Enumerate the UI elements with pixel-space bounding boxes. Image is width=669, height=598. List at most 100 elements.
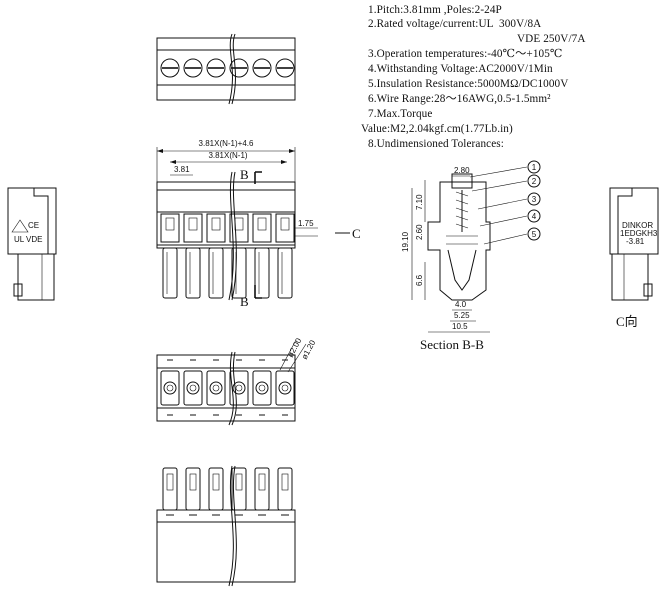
callout-circle bbox=[527, 227, 541, 241]
dim-span: 3.81X(N-1) bbox=[208, 151, 247, 160]
dim-height: 1.75 bbox=[298, 219, 314, 228]
wire-hole bbox=[278, 381, 292, 395]
spec-line-1: 1.Pitch:3.81mm ,Poles:2-24P bbox=[368, 4, 502, 16]
spec-line-7b: Value:M2,2.04kgf.cm(1.77Lb.in) bbox=[361, 123, 513, 135]
dim-4-0: 4.0 bbox=[455, 300, 467, 309]
callout-number: 1 bbox=[532, 163, 537, 172]
wire-hole bbox=[232, 381, 246, 395]
contact-clamp bbox=[257, 217, 267, 231]
front-view: 3.81X(N-1)+4.6 3.81X(N-1) 3.81 1.75 B B … bbox=[156, 139, 361, 309]
dim-5-25: 5.25 bbox=[454, 311, 470, 320]
break-line bbox=[228, 33, 233, 105]
entry-slot bbox=[183, 370, 203, 406]
callout-circle bbox=[527, 192, 541, 206]
spec-line-8: 8.Undimensioned Tolerances: bbox=[368, 138, 504, 150]
spec-line-2b: VDE 250V/7A bbox=[517, 33, 586, 45]
contact-opening bbox=[160, 213, 180, 243]
section-mark-top: B bbox=[240, 167, 249, 182]
screw-head bbox=[252, 58, 272, 78]
pin-tab bbox=[258, 473, 266, 491]
contact-clamp bbox=[211, 217, 221, 231]
entry-slot bbox=[275, 370, 295, 406]
entry-slot bbox=[160, 370, 180, 406]
pin-hole bbox=[212, 384, 220, 392]
pin-housing bbox=[162, 247, 178, 299]
pin-housing bbox=[231, 247, 247, 299]
pin-tab bbox=[212, 473, 220, 491]
dim-2-80: 2.80 bbox=[454, 166, 470, 175]
spec-line-4: 4.Withstanding Voltage:AC2000V/1Min bbox=[368, 63, 553, 75]
screw-head bbox=[229, 58, 249, 78]
spec-line-6: 6.Wire Range:28～16AWG,0.5-1.5mm² bbox=[368, 93, 551, 105]
callout-number: 4 bbox=[532, 212, 537, 221]
contact-opening bbox=[252, 213, 272, 243]
marking-2: 1EDGKH3 bbox=[620, 229, 658, 238]
wire-hole bbox=[209, 381, 223, 395]
callout-number: 5 bbox=[532, 230, 537, 239]
view-c-label: C向 bbox=[616, 314, 638, 329]
view-arrow-label: C bbox=[352, 226, 361, 241]
contact-opening bbox=[206, 213, 226, 243]
section-title: Section B-B bbox=[420, 337, 484, 352]
callout-leader bbox=[483, 233, 528, 245]
dim-total-width: 3.81X(N-1)+4.6 bbox=[199, 139, 254, 148]
pin-hole bbox=[258, 384, 266, 392]
wire-hole bbox=[255, 381, 269, 395]
callout-number: 2 bbox=[532, 177, 537, 186]
section-mark-bottom: B bbox=[240, 294, 249, 309]
marking-3: -3.81 bbox=[626, 237, 645, 246]
dim-19-10: 19.10 bbox=[401, 231, 410, 252]
top-view-screws bbox=[156, 33, 296, 105]
pin-housing bbox=[185, 247, 201, 299]
contact-opening bbox=[275, 213, 295, 243]
wire-hole bbox=[163, 381, 177, 395]
contact-opening bbox=[229, 213, 249, 243]
screw-head bbox=[160, 58, 180, 78]
cert-vde: VDE bbox=[26, 235, 42, 244]
callout-leader bbox=[477, 198, 528, 210]
screw-head bbox=[206, 58, 226, 78]
dim-6-6: 6.6 bbox=[415, 274, 424, 286]
pin-housing bbox=[277, 247, 293, 299]
contact-clamp bbox=[280, 217, 290, 231]
pin-tab bbox=[189, 473, 197, 491]
spec-line-2: 2.Rated voltage/current:UL 300V/8A bbox=[368, 18, 542, 30]
contact-clamp bbox=[165, 217, 175, 231]
pin-tab bbox=[235, 473, 243, 491]
bottom-view bbox=[156, 465, 296, 587]
contact-clamp bbox=[188, 217, 198, 231]
contact-clamp bbox=[234, 217, 244, 231]
spec-line-3: 3.Operation temperatures:-40℃～+105℃ bbox=[368, 48, 563, 60]
dim-2-60: 2.60 bbox=[415, 224, 424, 240]
screw-head bbox=[275, 58, 295, 78]
plan-view-entries: ø2.00 ø1.20 bbox=[156, 336, 318, 426]
callout-circle bbox=[527, 209, 541, 223]
dim-10-5: 10.5 bbox=[452, 322, 468, 331]
marking-1: DINKOR bbox=[622, 221, 653, 230]
right-side-view: DINKOR 1EDGKH3 -3.81 C向 bbox=[609, 187, 659, 329]
entry-slot bbox=[229, 370, 249, 406]
wire-hole bbox=[186, 381, 200, 395]
entry-slot bbox=[252, 370, 272, 406]
callout-number: 3 bbox=[532, 195, 537, 204]
callout-leader bbox=[471, 180, 528, 192]
pin-hole bbox=[235, 384, 243, 392]
spec-line-5: 5.Insulation Resistance:5000MΩ/DC1000V bbox=[368, 78, 569, 90]
dim-pitch: 3.81 bbox=[174, 165, 190, 174]
callout-circle bbox=[527, 160, 541, 174]
pin-hole bbox=[281, 384, 289, 392]
spec-line-7: 7.Max.Torque bbox=[368, 108, 433, 120]
callout-leader bbox=[479, 215, 528, 227]
pin-hole bbox=[166, 384, 174, 392]
pin-tab bbox=[166, 473, 174, 491]
pin-tab bbox=[281, 473, 289, 491]
pin-hole bbox=[189, 384, 197, 392]
screw-head bbox=[183, 58, 203, 78]
callout-circle bbox=[527, 174, 541, 188]
contact-opening bbox=[183, 213, 203, 243]
entry-slot bbox=[206, 370, 226, 406]
dim-7-10: 7.10 bbox=[415, 194, 424, 210]
cert-ul: UL bbox=[14, 235, 25, 244]
